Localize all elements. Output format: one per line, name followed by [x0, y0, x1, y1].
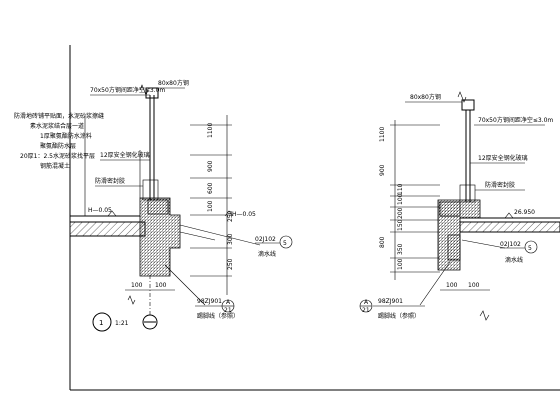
right-rail-label: 70x50方钢间距净空≤3.0m — [478, 116, 553, 124]
right-detail: 1100 900 110 100 200 150 800 350 100 100… — [359, 91, 560, 321]
right-dim-bottom-b: 100 — [468, 282, 480, 289]
left-layer-notes: 防滑地砖铺平贴面，水泥砂浆擦缝 素水泥浆结合层一道 1厚聚氨酯防水涂料 聚氨酯防… — [14, 112, 104, 216]
right-glass-clamp — [459, 184, 476, 203]
left-level-right: H—0.05 — [232, 211, 256, 218]
left-index-circle — [279, 235, 293, 249]
left-dim-bottom-b: 100 — [155, 282, 167, 289]
right-adhesive-note: 防滑密封胶 — [485, 181, 515, 189]
left-section-circle — [92, 312, 112, 332]
right-post-label: 80x80方钢 — [410, 93, 441, 101]
left-rail-label: 70x50方钢间距净空≤3.0m — [90, 86, 165, 94]
left-dim-1100: 1100 — [207, 123, 214, 138]
left-layer-2: 素水泥浆结合层一道 — [30, 122, 84, 130]
left-level-left: H—0.05 — [88, 207, 112, 214]
left-dim-250b: 250 — [227, 258, 234, 270]
left-detail: 1100 900 600 100 250 300 250 100 100 70x… — [14, 79, 293, 332]
left-top-rail — [145, 87, 159, 99]
left-section-num: 1 — [99, 319, 103, 327]
left-glass-clamp — [142, 179, 159, 201]
right-dim-100b: 100 — [397, 258, 404, 270]
left-layer-3: 1厚聚氨酯防水涂料 — [40, 132, 92, 140]
right-dim-100: 100 — [397, 193, 404, 205]
right-dim-200: 200 — [397, 207, 404, 219]
left-glass-note: 12厚安全钢化玻璃 — [100, 151, 150, 159]
right-dim-bottom-a: 100 — [446, 282, 458, 289]
right-top-rail — [461, 99, 475, 111]
right-dim-1100: 1100 — [379, 127, 386, 142]
right-index-circle-text: 5 — [528, 245, 532, 252]
right-dim-350: 350 — [397, 243, 404, 255]
right-floor-slab — [459, 221, 560, 233]
right-bottom-n: 21 — [362, 307, 370, 314]
left-curb-top — [147, 199, 169, 215]
left-section-scale: 1:21 — [115, 320, 129, 327]
left-dim-bottom-a: 100 — [131, 282, 143, 289]
left-layer-4: 聚氨酯防水层 — [40, 142, 76, 150]
right-bottom-a: A — [364, 299, 369, 306]
right-bottom-ref: 98ZJ901 — [378, 298, 403, 305]
left-right-caption: 滴水线 — [258, 250, 276, 258]
right-index-circle — [524, 240, 538, 254]
left-layer-6: 钢筋混凝土 — [40, 162, 70, 170]
left-bottom-a: A — [226, 299, 231, 306]
left-bottom-n: 21 — [224, 307, 232, 314]
right-dim-150: 150 — [397, 219, 404, 231]
right-drip-block — [447, 234, 461, 261]
right-glass-note: 12厚安全钢化玻璃 — [478, 154, 528, 162]
right-level: 26.950 — [514, 209, 535, 216]
left-adhesive-note: 防滑密封胶 — [95, 177, 125, 185]
left-dim-250a: 250 — [227, 210, 234, 222]
right-dim-900: 900 — [379, 164, 386, 176]
left-layer-5: 20厚1：2.5水泥砂浆找平层 — [20, 152, 95, 160]
right-right-caption: 滴水线 — [505, 256, 523, 264]
right-dim-800: 800 — [379, 236, 386, 248]
left-dim-900: 900 — [207, 160, 214, 172]
left-floor-slab — [69, 221, 146, 237]
right-dim-110: 110 — [397, 183, 404, 195]
right-index-label: 02J102 — [500, 241, 521, 248]
right-bottom-caption: 踢脚线（参照） — [378, 312, 420, 320]
left-index-circle-text: 5 — [283, 240, 287, 247]
left-bottom-caption: 踢脚线（参照） — [197, 312, 239, 320]
left-dim-300: 300 — [227, 233, 234, 245]
left-index-label: 02J102 — [255, 236, 276, 243]
left-dim-100: 100 — [207, 200, 214, 212]
left-layer-1: 防滑地砖铺平贴面，水泥砂浆擦缝 — [14, 112, 104, 120]
left-post-label: 80x80方钢 — [158, 79, 189, 87]
left-bottom-ref: 98ZJ901 — [197, 298, 222, 305]
left-dim-600: 600 — [207, 182, 214, 194]
